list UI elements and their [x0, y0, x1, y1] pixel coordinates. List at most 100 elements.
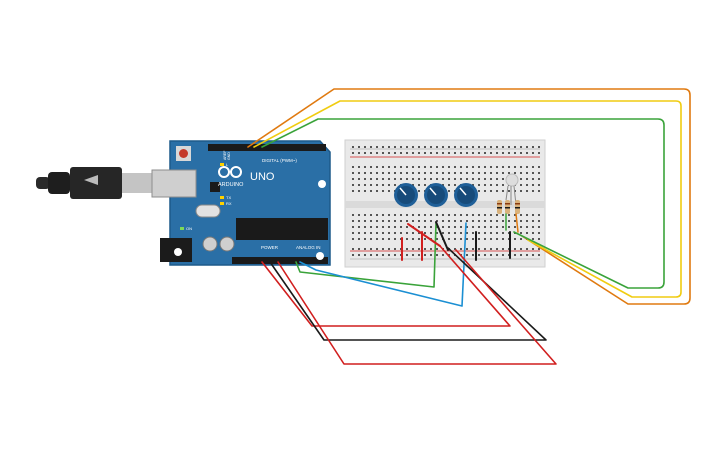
breadboard-hole — [520, 152, 522, 154]
breadboard-hole — [478, 184, 480, 186]
breadboard-hole — [352, 178, 354, 180]
breadboard-hole — [532, 190, 534, 192]
breadboard-hole — [490, 248, 492, 250]
potentiometer-1 — [394, 183, 418, 207]
breadboard-hole — [394, 220, 396, 222]
breadboard-hole — [484, 184, 486, 186]
breadboard-hole — [538, 248, 540, 250]
breadboard-hole — [400, 152, 402, 154]
breadboard-hole — [490, 238, 492, 240]
breadboard-hole — [388, 232, 390, 234]
breadboard-hole — [472, 232, 474, 234]
breadboard-hole — [358, 184, 360, 186]
breadboard-hole — [394, 254, 396, 256]
breadboard-hole — [376, 146, 378, 148]
breadboard-hole — [376, 190, 378, 192]
breadboard-hole — [538, 254, 540, 256]
breadboard-hole — [478, 214, 480, 216]
breadboard-hole — [442, 226, 444, 228]
breadboard-hole — [406, 146, 408, 148]
breadboard-hole — [460, 248, 462, 250]
breadboard-hole — [508, 226, 510, 228]
breadboard-hole — [418, 190, 420, 192]
breadboard-hole — [472, 184, 474, 186]
breadboard-hole — [496, 232, 498, 234]
breadboard-hole — [406, 238, 408, 240]
wire-red-1 — [261, 245, 511, 327]
breadboard-hole — [538, 172, 540, 174]
breadboard-hole — [454, 226, 456, 228]
breadboard-hole — [448, 184, 450, 186]
breadboard-hole — [370, 214, 372, 216]
breadboard-hole — [514, 254, 516, 256]
breadboard-hole — [370, 226, 372, 228]
breadboard-hole — [472, 166, 474, 168]
breadboard-hole — [490, 214, 492, 216]
breadboard-hole — [364, 152, 366, 154]
breadboard-hole — [532, 152, 534, 154]
breadboard-hole — [454, 214, 456, 216]
breadboard-hole — [526, 220, 528, 222]
breadboard-hole — [472, 254, 474, 256]
breadboard-hole — [454, 220, 456, 222]
breadboard-hole — [526, 152, 528, 154]
breadboard-hole — [400, 178, 402, 180]
breadboard-hole — [382, 238, 384, 240]
breadboard-hole — [460, 226, 462, 228]
potentiometer-3 — [454, 183, 478, 207]
breadboard-hole — [382, 184, 384, 186]
breadboard-hole — [478, 238, 480, 240]
breadboard-hole — [424, 226, 426, 228]
breadboard-hole — [490, 226, 492, 228]
breadboard-hole — [430, 254, 432, 256]
breadboard-hole — [406, 226, 408, 228]
breadboard-hole — [496, 238, 498, 240]
breadboard-hole — [352, 166, 354, 168]
breadboard-hole — [430, 166, 432, 168]
breadboard-hole — [358, 248, 360, 250]
breadboard-hole — [484, 172, 486, 174]
breadboard-hole — [478, 178, 480, 180]
breadboard-hole — [514, 220, 516, 222]
breadboard-hole — [352, 214, 354, 216]
breadboard-hole — [358, 146, 360, 148]
breadboard-hole — [424, 232, 426, 234]
breadboard-hole — [496, 184, 498, 186]
breadboard-hole — [424, 248, 426, 250]
breadboard-hole — [436, 232, 438, 234]
breadboard-hole — [376, 254, 378, 256]
breadboard-hole — [448, 172, 450, 174]
on-label: ON — [186, 226, 192, 231]
breadboard-hole — [406, 254, 408, 256]
breadboard-hole — [382, 220, 384, 222]
breadboard-hole — [478, 254, 480, 256]
breadboard-hole — [382, 146, 384, 148]
breadboard-hole — [412, 220, 414, 222]
breadboard-hole — [520, 184, 522, 186]
breadboard-hole — [520, 254, 522, 256]
breadboard-hole — [388, 172, 390, 174]
breadboard-hole — [424, 178, 426, 180]
breadboard-hole — [376, 226, 378, 228]
breadboard-hole — [478, 146, 480, 148]
breadboard-hole — [466, 152, 468, 154]
breadboard-hole — [430, 226, 432, 228]
breadboard-hole — [352, 172, 354, 174]
breadboard-hole — [448, 226, 450, 228]
breadboard-hole — [388, 184, 390, 186]
breadboard-hole — [424, 166, 426, 168]
breadboard-hole — [520, 172, 522, 174]
digital-label: DIGITAL (PWM~) — [262, 158, 297, 163]
breadboard-hole — [400, 220, 402, 222]
breadboard-hole — [484, 220, 486, 222]
usb-cable — [36, 167, 174, 199]
breadboard-hole — [490, 184, 492, 186]
breadboard-hole — [430, 146, 432, 148]
breadboard-hole — [376, 166, 378, 168]
breadboard-hole — [526, 166, 528, 168]
breadboard-hole — [376, 232, 378, 234]
breadboard-hole — [394, 184, 396, 186]
breadboard-hole — [478, 248, 480, 250]
aref-label: AREF — [223, 151, 227, 160]
breadboard-hole — [538, 166, 540, 168]
